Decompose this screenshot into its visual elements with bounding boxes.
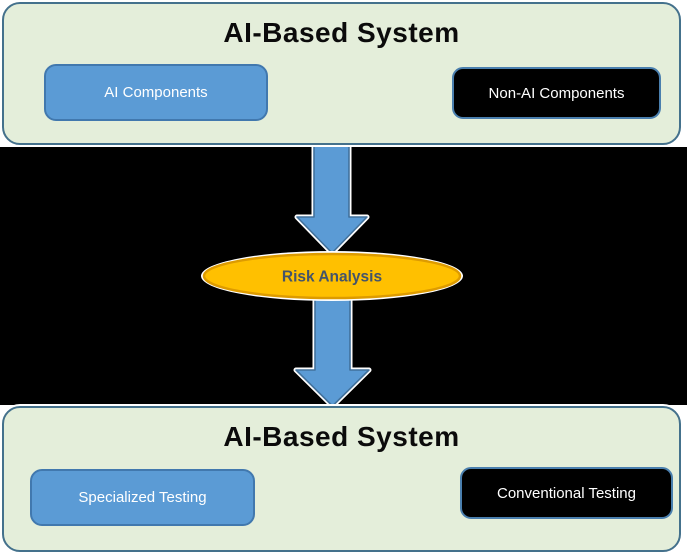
risk-analysis-label: Risk Analysis [282,269,382,286]
connector-layer: Risk Analysis [201,145,463,408]
bottom-system-title: AI-Based System [223,421,460,452]
specialized-testing-label: Specialized Testing [78,489,207,506]
ai-components-label: AI Components [104,84,208,101]
non-ai-components-box: Non-AI Components [452,67,661,119]
top-system-container: AI-Based System AI Components Non-AI Com… [2,2,681,145]
specialized-testing-box: Specialized Testing [30,469,255,526]
top-system-title: AI-Based System [223,17,460,48]
down-arrow-top [294,145,370,256]
down-arrow-bottom [293,290,372,408]
non-ai-components-label: Non-AI Components [488,84,625,102]
ai-components-box: AI Components [44,64,268,121]
conventional-testing-box: Conventional Testing [460,467,673,519]
bottom-system-container: AI-Based System Specialized Testing Conv… [2,406,681,552]
conventional-testing-label: Conventional Testing [497,484,636,502]
risk-analysis-ellipse: Risk Analysis [201,251,463,301]
